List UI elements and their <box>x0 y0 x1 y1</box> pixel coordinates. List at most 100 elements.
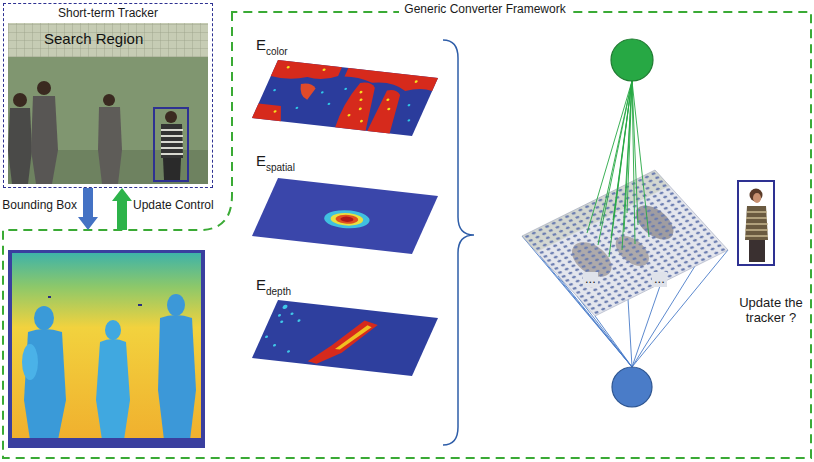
depth-heatmap-part <box>252 300 438 376</box>
target-crop-part <box>749 240 765 262</box>
tracker-box: Short-term TrackerSearch Region <box>3 3 213 188</box>
search-region-photo-part <box>8 108 32 184</box>
depth-image-part <box>8 438 205 448</box>
depth-heatmap-part-part <box>290 312 294 315</box>
green-connections <box>587 81 649 257</box>
depth-heatmap-part-part <box>272 344 276 347</box>
output-neurons-part <box>612 367 652 407</box>
search-region-photo-part <box>154 108 188 181</box>
target-crop <box>738 181 774 265</box>
spatial-heatmap-part <box>252 178 438 254</box>
color-heatmap-part <box>270 60 342 84</box>
output-neurons-part <box>611 39 653 81</box>
depth-image-part <box>138 304 142 306</box>
subscript-label: color <box>266 46 288 58</box>
target-crop-part <box>745 212 768 236</box>
color-heatmap-part-part <box>407 104 411 107</box>
color-heatmap-part-part <box>321 91 325 94</box>
search-region-photo-part <box>37 81 51 95</box>
color-heatmap-part-part <box>327 103 331 106</box>
green-connections-part <box>587 81 632 233</box>
energy-symbol: E <box>256 36 266 53</box>
search-region-photo-part <box>163 158 181 180</box>
color-heatmap-part-part <box>407 119 411 122</box>
search-region-photo-part <box>31 96 58 184</box>
bounding-box-arrow <box>78 188 98 230</box>
color-heatmap-part-part <box>358 107 362 110</box>
color-heatmap-part-part <box>359 120 363 123</box>
depth-heatmap-part-part <box>287 350 291 353</box>
green-connections-part <box>622 81 632 250</box>
subscript-label: depth <box>266 286 291 298</box>
spatial-heatmap <box>252 178 438 254</box>
depth-image-part <box>8 250 205 448</box>
depth-image-part <box>158 315 196 440</box>
depth-image-part <box>48 296 51 298</box>
depth-heatmap-part-part <box>297 319 301 322</box>
color-heatmap-part-part <box>359 91 363 94</box>
depth-image-part <box>105 320 121 340</box>
depth-heatmap <box>252 300 438 376</box>
depth-image-part <box>12 253 201 439</box>
subscript-label: spatial <box>266 162 295 174</box>
color-heatmap-part-part <box>359 98 363 101</box>
spatial-heatmap-part <box>321 208 374 230</box>
color-heatmap-part-part <box>347 114 351 117</box>
green-connections-part <box>609 81 632 257</box>
depth-heatmap-part-part <box>277 314 281 317</box>
depth-heatmap-part <box>307 316 379 368</box>
update-control-arrow <box>112 188 132 230</box>
depth-image-part <box>167 294 185 316</box>
curly-bracket-part <box>443 40 474 445</box>
depth-heatmap-part <box>259 304 309 353</box>
converter-framework-title: Generic Converter Framework <box>399 3 570 17</box>
energy-symbol: E <box>256 152 266 169</box>
depth-image-part <box>22 344 38 380</box>
color-heatmap-part-part <box>286 66 290 69</box>
ellipsis: ... <box>652 272 667 287</box>
search-region-photo-part <box>161 130 183 154</box>
depth-image-part <box>34 306 54 330</box>
target-crop-part <box>738 181 774 265</box>
question-label: Update the tracker ? <box>734 296 808 326</box>
blue-connections-part <box>628 299 632 367</box>
curly-bracket <box>443 40 474 445</box>
output-neurons <box>611 39 653 407</box>
search-region-title: Search Region <box>44 30 143 47</box>
search-region-photo-part <box>165 111 177 123</box>
color-heatmap-part-part <box>273 89 277 92</box>
depth-heatmap-part-part <box>280 320 284 323</box>
color-heatmap-part <box>294 83 317 100</box>
search-region-photo-part <box>161 124 183 158</box>
search-region: Search Region <box>8 22 208 184</box>
search-region-photo-part <box>8 57 208 184</box>
tracker-box-title: Short-term Tracker <box>58 7 158 21</box>
color-heatmap-part-part <box>273 110 277 113</box>
target-crop-part <box>753 193 761 203</box>
search-region-photo-part <box>98 107 122 184</box>
search-region-photo-part <box>103 94 115 106</box>
color-heatmap-part <box>252 60 438 136</box>
framework-outline-part <box>3 12 811 458</box>
green-connections-part <box>632 81 649 237</box>
search-region-photo-part <box>8 23 208 184</box>
color-heatmap-part <box>266 80 421 122</box>
color-heatmap-part <box>367 89 408 133</box>
energy-symbol: E <box>256 276 266 293</box>
depth-image <box>8 250 205 448</box>
target-crop-part <box>745 206 768 240</box>
depth-image-part <box>96 339 130 440</box>
color-heatmap-part-part <box>295 107 299 110</box>
framework-outline <box>3 12 811 458</box>
search-region-photo <box>8 23 208 184</box>
depth-heatmap-part-part <box>282 305 288 310</box>
spatial-heatmap-part <box>328 211 365 227</box>
color-heatmap-part-part <box>322 68 326 71</box>
color-heatmap-part <box>252 104 287 122</box>
edge-label: Bounding Box <box>2 199 77 213</box>
depth-heatmap-part-part <box>265 335 269 338</box>
blue-connections-part <box>595 316 632 367</box>
